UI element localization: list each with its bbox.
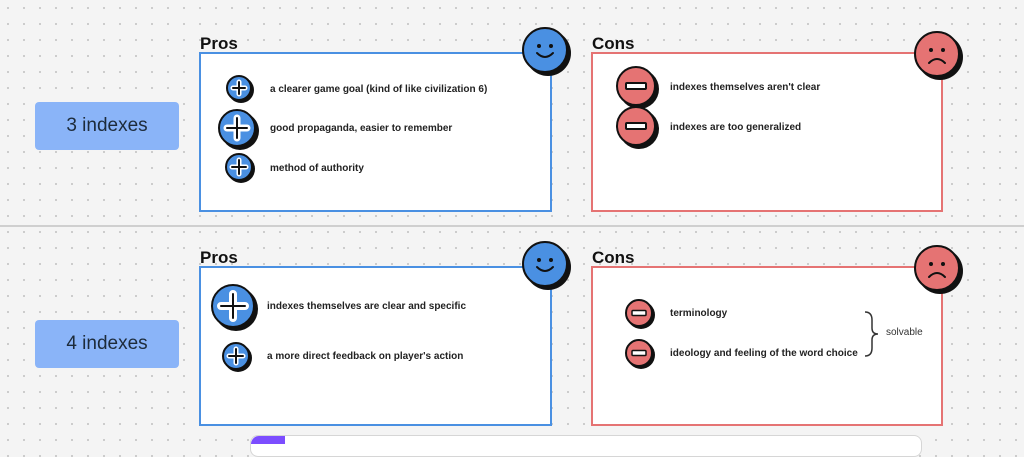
list-item: indexes themselves are clear and specifi… <box>267 301 466 312</box>
minus-icon <box>616 106 659 149</box>
list-item: a clearer game goal (kind of like civili… <box>270 84 488 95</box>
curly-brace <box>864 311 879 357</box>
section-label-4-indexes[interactable]: 4 indexes <box>35 320 179 368</box>
pros-heading: Pros <box>200 248 238 267</box>
plus-icon <box>226 75 254 103</box>
solvable-annotation: solvable <box>886 327 923 338</box>
minus-icon <box>625 339 655 369</box>
list-item: terminology <box>670 308 728 319</box>
pros-card <box>199 266 552 426</box>
section-divider <box>0 225 1024 227</box>
plus-icon <box>222 342 252 372</box>
list-item: indexes themselves aren't clear <box>670 82 821 93</box>
pros-heading: Pros <box>200 34 238 53</box>
minus-icon <box>616 66 659 109</box>
sad-face-icon <box>914 245 963 294</box>
smiley-face-icon <box>522 241 571 290</box>
list-item: indexes are too generalized <box>670 122 802 133</box>
plus-icon <box>211 284 258 331</box>
list-item: method of authority <box>270 163 364 174</box>
plus-icon <box>225 153 255 183</box>
list-item: good propaganda, easier to remember <box>270 123 453 134</box>
minus-icon <box>625 299 655 329</box>
cons-heading: Cons <box>592 248 635 267</box>
sad-face-icon <box>914 31 963 80</box>
plus-icon <box>218 109 259 150</box>
smiley-face-icon <box>522 27 571 76</box>
section-label-3-indexes[interactable]: 3 indexes <box>35 102 179 150</box>
toolbar-edge[interactable] <box>250 435 922 457</box>
cons-heading: Cons <box>592 34 635 53</box>
toolbar-accent <box>251 436 285 444</box>
list-item: ideology and feeling of the word choice <box>670 348 858 359</box>
list-item: a more direct feedback on player's actio… <box>267 351 464 362</box>
